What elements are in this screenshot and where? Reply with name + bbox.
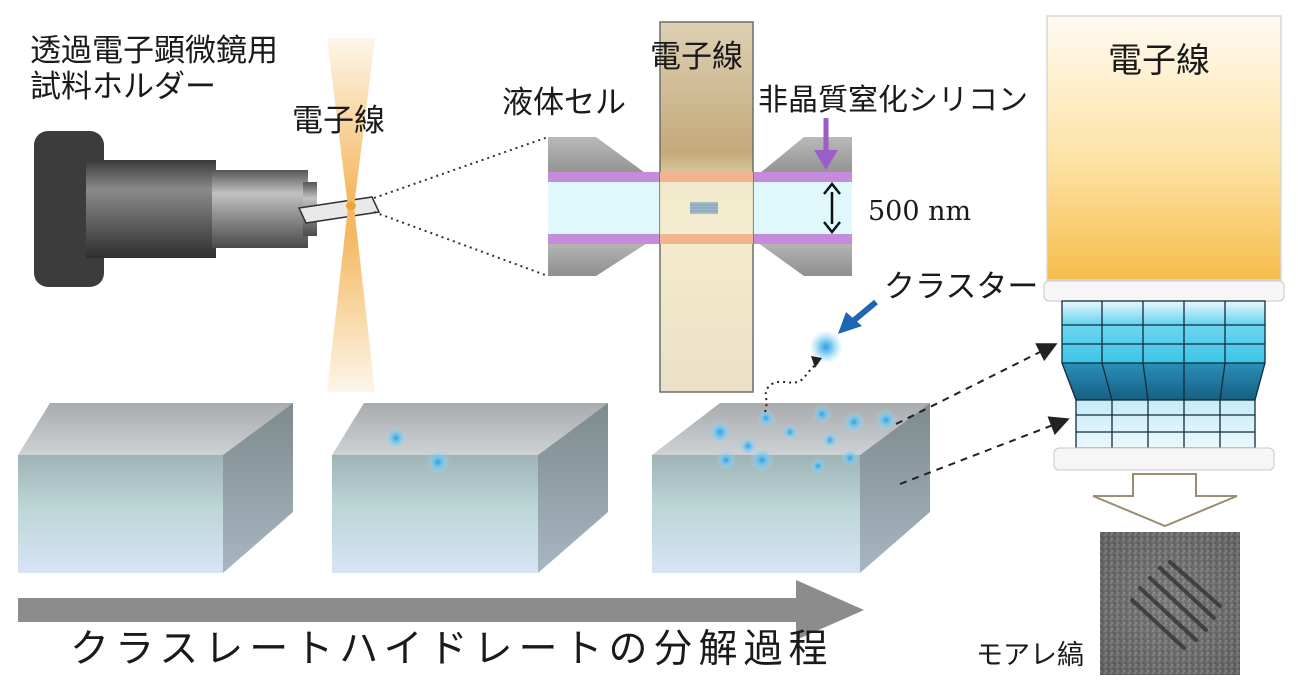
hydrate-block-1 — [18, 403, 293, 573]
liquid-cell-label: 液体セル — [502, 85, 626, 121]
hollow-down-arrow-icon — [1092, 473, 1238, 528]
down-arrow-icon — [814, 118, 838, 170]
electron-beam-left — [327, 38, 375, 392]
cluster-label: クラスター — [884, 269, 1039, 305]
sample-holder — [34, 131, 381, 287]
electron-beam-right — [1046, 15, 1282, 281]
moire-fringe-image — [1100, 532, 1240, 675]
membrane-label: 非晶質窒化シリコン — [758, 83, 1028, 118]
ejected-cluster — [809, 330, 843, 364]
moire-label: モアレ縞 — [976, 640, 1084, 671]
electron-beam-left-label: 電子線 — [292, 103, 385, 139]
crystal-lattice — [1061, 300, 1266, 449]
electron-beam-center-label: 電子線 — [650, 39, 743, 75]
holder-label-line-2: 試料ホルダー — [30, 68, 216, 105]
clusters — [385, 404, 897, 474]
double-arrow-icon — [823, 181, 841, 235]
sample-holder-label: 透過電子顕微鏡用 試料ホルダー — [30, 33, 278, 105]
holder-label-line-1: 透過電子顕微鏡用 — [30, 33, 278, 69]
process-label: クラスレートハイドレートの分解過程 — [70, 627, 834, 672]
thickness-label: 500 nm — [868, 196, 972, 227]
arrow-icon — [838, 299, 878, 334]
hydrate-block-2 — [332, 403, 608, 573]
right-arrow-icon — [18, 580, 864, 640]
electron-beam-right-label: 電子線 — [1108, 41, 1210, 81]
